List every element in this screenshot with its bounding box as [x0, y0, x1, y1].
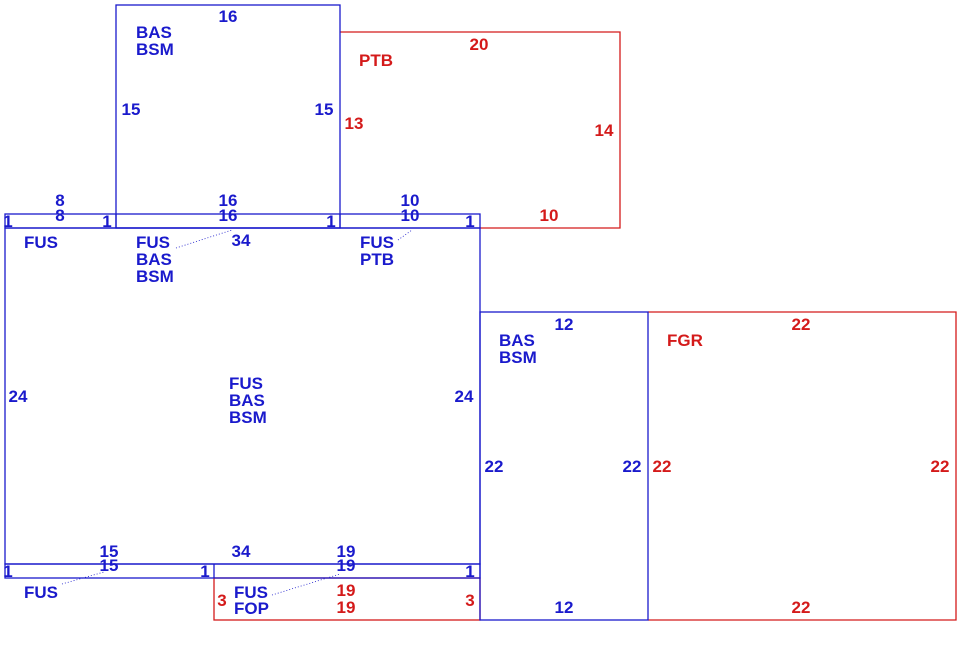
upper-block-code-1: BAS: [136, 23, 172, 42]
side-block-dim-bottom: 12: [555, 598, 574, 617]
strip-top-mid-code-1: FUS: [136, 233, 170, 252]
strip-top-left-dim-right: 1: [102, 212, 111, 231]
strip-bottom-left-dim-left: 1: [3, 562, 12, 581]
strip-bottom-right-code-2: FOP: [234, 599, 269, 618]
upper-block-area: BAS BSM 16 15 15: [115, 4, 341, 229]
patio-dim-left: 13: [345, 114, 364, 133]
porch-area: 19 19 3 3: [213, 577, 481, 621]
strip-top-left-code: FUS: [24, 233, 58, 252]
strip-top-mid-code-2: BAS: [136, 250, 172, 269]
side-block-outline: [479, 311, 649, 621]
strip-top-left-dim-top: 8: [55, 191, 64, 210]
strip-top-right-code-1: FUS: [360, 233, 394, 252]
strip-top-mid-dim-inner: 16: [219, 206, 238, 225]
bottom-strips: 15 15 1 1 FUS 19 19 1 FUS FOP: [3, 542, 481, 618]
patio-dim-right: 14: [595, 121, 614, 140]
garage-dim-left: 22: [653, 457, 672, 476]
porch-dim-bottom: 19: [337, 598, 356, 617]
garage-outline: [648, 311, 957, 621]
strip-bottom-right-dim-top: 19: [337, 542, 356, 561]
strip-bottom-right-dim-inner: 19: [337, 556, 356, 575]
strip-bottom-left-dim-inner: 15: [100, 556, 119, 575]
strip-top-right-dim-inner: 10: [401, 206, 420, 225]
strip-top-right-dim-right: 1: [465, 212, 474, 231]
strip-bottom-left-code: FUS: [24, 583, 58, 602]
garage-dim-bottom: 22: [792, 598, 811, 617]
patio-dim-top: 20: [470, 35, 489, 54]
patio-area: PTB 20 13 14 10: [340, 31, 621, 229]
leader-line-bottom-left: [61, 571, 105, 585]
strip-top-mid-code-3: BSM: [136, 267, 174, 286]
strip-bottom-left-dim-top: 15: [100, 542, 119, 561]
upper-block-dim-right: 15: [315, 100, 334, 119]
side-block-dim-right: 22: [623, 457, 642, 476]
strip-bottom-outline: [4, 563, 481, 579]
strip-top-right-dim-left: 1: [326, 212, 335, 231]
main-house-dim-bottom: 34: [232, 542, 251, 561]
garage-code: FGR: [667, 331, 703, 350]
side-block-area: BAS BSM 12 22 22 12: [479, 311, 649, 621]
upper-block-code-2: BSM: [136, 40, 174, 59]
strip-top-mid-dim-top: 16: [219, 191, 238, 210]
patio-code: PTB: [359, 51, 393, 70]
garage-area: FGR 22 22 22 22: [648, 311, 957, 621]
main-house-code-2: BAS: [229, 391, 265, 410]
side-block-code-2: BSM: [499, 348, 537, 367]
top-strips: 8 8 1 1 16 16 10 10 1 1: [3, 191, 481, 231]
side-block-dim-top: 12: [555, 315, 574, 334]
main-house-dim-right: 24: [455, 387, 474, 406]
strip-bottom-right-code-1: FUS: [234, 583, 268, 602]
patio-dim-bottom: 10: [540, 206, 559, 225]
leader-line-bottom-right: [271, 573, 341, 596]
porch-dim-top: 19: [337, 581, 356, 600]
strip-top-left-dim-inner: 8: [55, 206, 64, 225]
leader-line-top-mid: [175, 229, 233, 249]
main-house-code-1: FUS: [229, 374, 263, 393]
strip-top-right-dim-top: 10: [401, 191, 420, 210]
strip-bottom-right-dim-right: 1: [465, 562, 474, 581]
main-house-area: 34 24 24 34 FUS BAS BSM FUS FUS BAS BSM …: [4, 227, 481, 565]
garage-dim-right: 22: [931, 457, 950, 476]
strip-bottom-left-dim-right: 1: [200, 562, 209, 581]
patio-outline: [340, 31, 621, 229]
main-house-code-3: BSM: [229, 408, 267, 427]
porch-dim-right: 3: [465, 591, 474, 610]
main-house-dim-top: 34: [232, 231, 251, 250]
side-block-dim-left: 22: [485, 457, 504, 476]
porch-dim-left: 3: [217, 591, 226, 610]
upper-block-dim-top: 16: [219, 7, 238, 26]
leader-line-top-right: [397, 229, 413, 241]
side-block-code-1: BAS: [499, 331, 535, 350]
strip-top-right-code-2: PTB: [360, 250, 394, 269]
strip-top-left-dim-left: 1: [3, 212, 12, 231]
main-house-dim-left: 24: [9, 387, 28, 406]
garage-dim-top: 22: [792, 315, 811, 334]
upper-block-dim-left: 15: [122, 100, 141, 119]
